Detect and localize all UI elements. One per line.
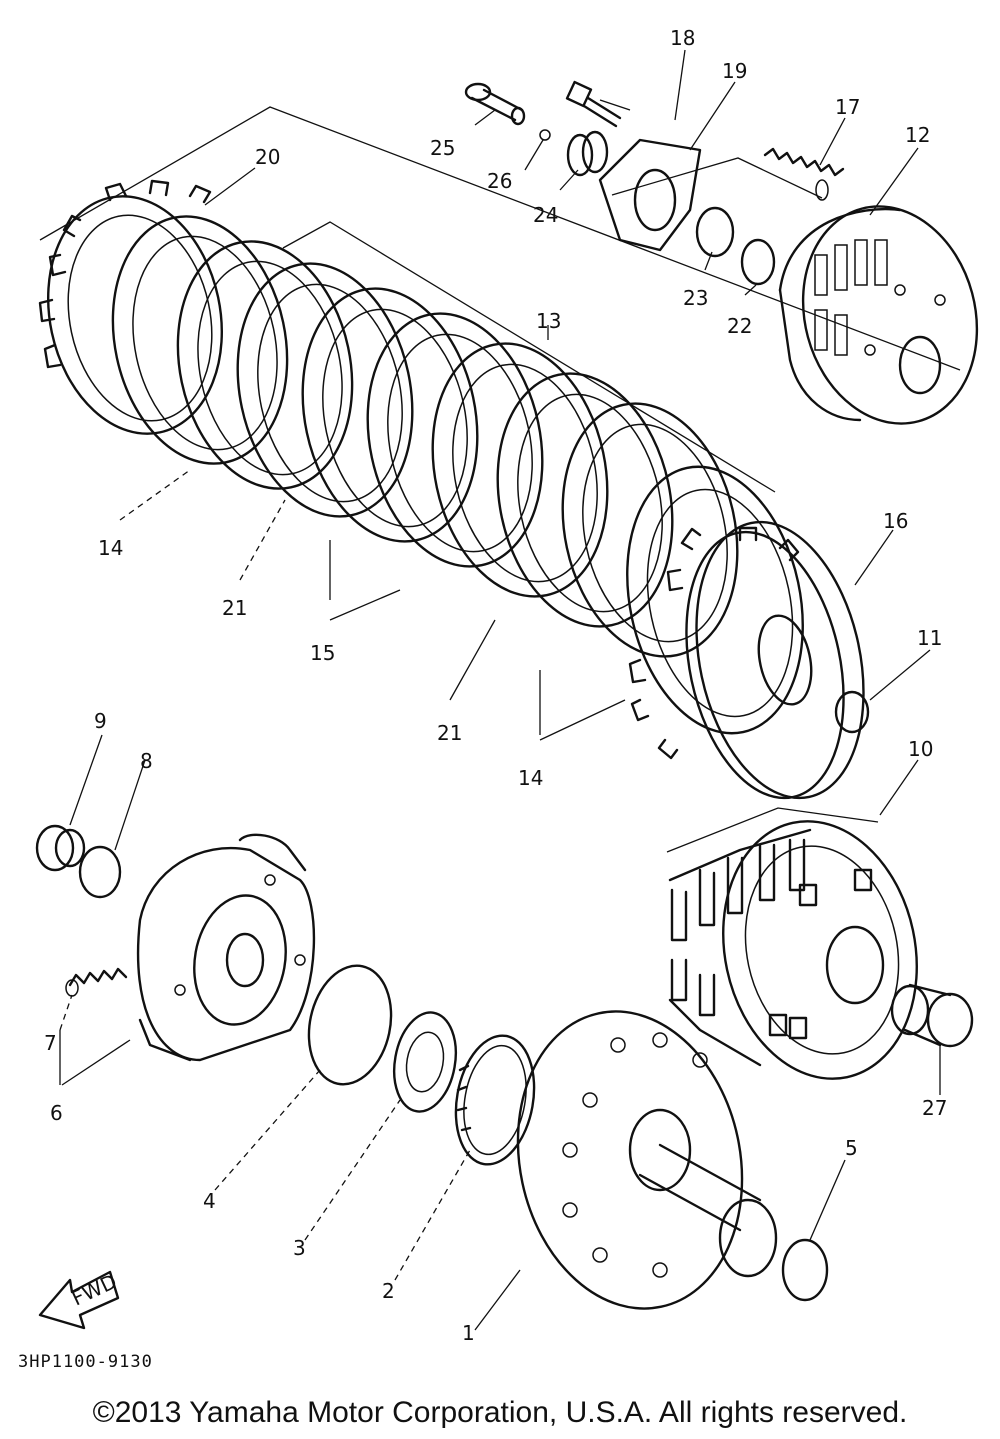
primary-drive-gear — [516, 1010, 778, 1310]
callout-22: 22 — [727, 314, 752, 338]
nut-22 — [740, 238, 776, 286]
callout-2: 2 — [382, 1279, 395, 1303]
circlip — [834, 690, 870, 734]
push-plate-19 — [598, 138, 702, 252]
clutch-boss — [778, 205, 979, 425]
centrifugal-clutch — [136, 833, 316, 1062]
callout-19: 19 — [722, 59, 747, 83]
pressure-plate — [685, 520, 865, 800]
callout-12: 12 — [905, 123, 930, 147]
top-parts-bracket — [611, 157, 823, 199]
callout-17: 17 — [835, 95, 860, 119]
fwd-label: FWD — [68, 1269, 120, 1310]
washer-26 — [539, 129, 551, 141]
callout-labels: 1 2 3 4 5 6 7 8 9 10 11 12 13 14 14 15 1… — [44, 26, 947, 1345]
callout-5: 5 — [845, 1136, 858, 1160]
callout-1: 1 — [462, 1321, 475, 1345]
callout-26: 26 — [487, 169, 512, 193]
spring-17 — [763, 147, 845, 201]
inner-plates-bracket — [282, 221, 776, 493]
nut-8 — [78, 845, 122, 899]
clutch-housing — [668, 820, 918, 1080]
callout-10: 10 — [908, 737, 933, 761]
spring-7 — [65, 967, 128, 997]
callout-leaders — [59, 49, 941, 1331]
callout-23: 23 — [683, 286, 708, 310]
housing-bracket — [666, 807, 879, 853]
callout-24: 24 — [533, 203, 558, 227]
callout-21b: 21 — [437, 721, 462, 745]
callout-20: 20 — [255, 145, 280, 169]
diagram-part-code: 3HP1100-9130 — [18, 1352, 153, 1372]
washer-23 — [695, 206, 735, 258]
one-way-clutch — [454, 1034, 536, 1166]
callout-11: 11 — [917, 626, 942, 650]
callout-6: 6 — [50, 1101, 63, 1125]
callout-13: 13 — [536, 309, 561, 333]
callout-4: 4 — [203, 1189, 216, 1213]
callout-7: 7 — [44, 1031, 57, 1055]
clutch-plate-stack — [38, 179, 804, 760]
callout-8: 8 — [140, 749, 153, 773]
bolt-18 — [565, 80, 622, 128]
callout-14a: 14 — [98, 536, 123, 560]
callout-21a: 21 — [222, 596, 247, 620]
callout-25: 25 — [430, 136, 455, 160]
bolt-25 — [464, 82, 526, 126]
bushing-9 — [35, 824, 86, 872]
sleeve-27 — [890, 983, 974, 1048]
bearing-3 — [393, 1011, 457, 1113]
fwd-arrow-icon: FWD — [38, 1269, 120, 1330]
callout-15: 15 — [310, 641, 335, 665]
callout-18: 18 — [670, 26, 695, 50]
bearing-24 — [566, 130, 609, 177]
callout-3: 3 — [293, 1236, 306, 1260]
callout-9: 9 — [94, 709, 107, 733]
callout-16: 16 — [883, 509, 908, 533]
washer-5 — [781, 1238, 829, 1302]
washer-4 — [307, 964, 393, 1086]
callout-14b: 14 — [518, 766, 543, 790]
copyright-notice: ©2013 Yamaha Motor Corporation, U.S.A. A… — [92, 1396, 908, 1429]
callout-27: 27 — [922, 1096, 947, 1120]
